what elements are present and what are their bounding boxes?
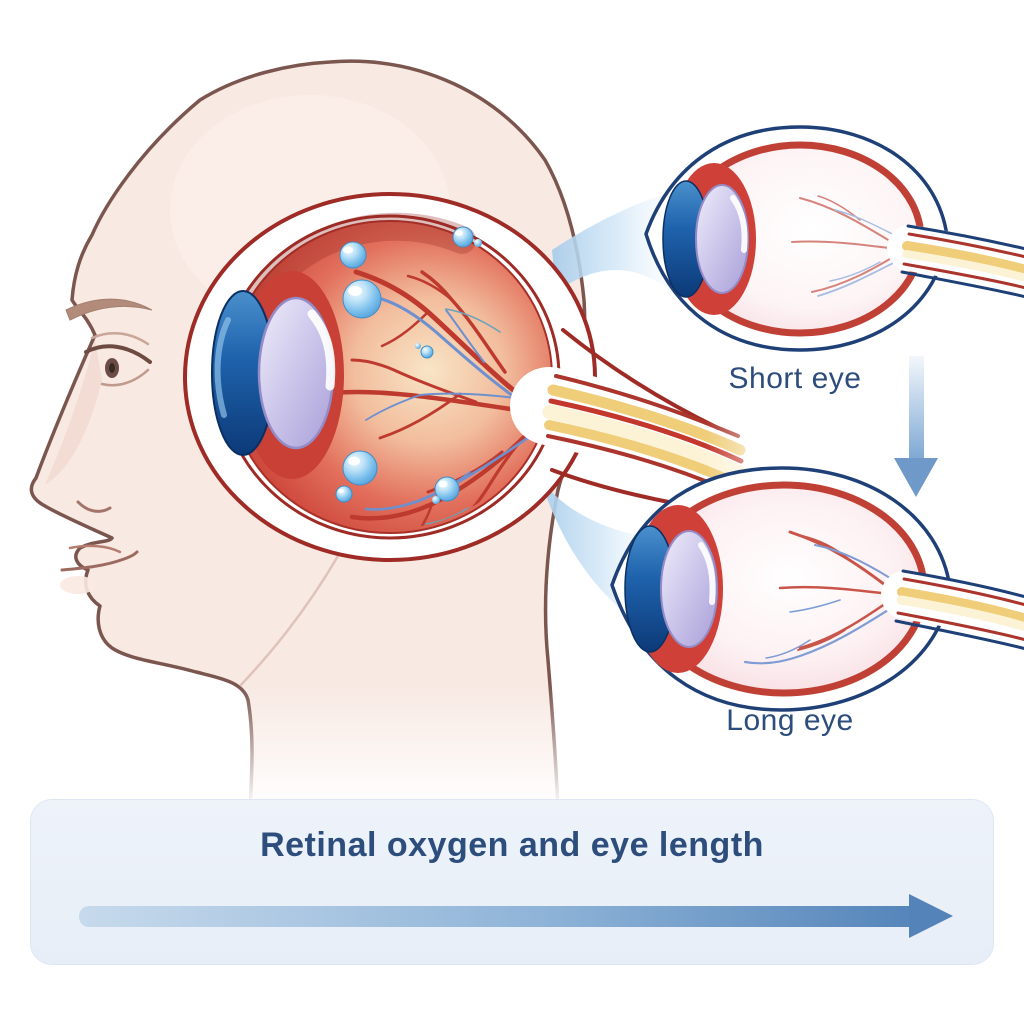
oxygen-bubble bbox=[339, 241, 367, 269]
nostril bbox=[76, 500, 112, 513]
lens-highlight bbox=[307, 309, 336, 391]
cornea-highlight bbox=[214, 317, 231, 418]
eye-length-axis-arrow bbox=[79, 894, 953, 938]
long-eye-optic-nerve bbox=[881, 569, 1024, 651]
short-eye-lens bbox=[695, 184, 749, 294]
short-eye-lens-highlight bbox=[730, 195, 748, 253]
long-eye-label: Long eye bbox=[726, 704, 854, 737]
banner: Retinal oxygen and eye length bbox=[30, 799, 994, 965]
long-eye-diagram bbox=[610, 466, 1024, 712]
callout-wedge-upper bbox=[552, 194, 670, 292]
face-pupil bbox=[109, 363, 115, 373]
banner-title: Retinal oxygen and eye length bbox=[260, 826, 764, 864]
short-eye-optic-nerve bbox=[887, 224, 1024, 299]
nose-shading bbox=[45, 340, 102, 485]
short-eye-label: Short eye bbox=[728, 362, 862, 395]
eyebrow bbox=[65, 298, 153, 321]
oxygen-bubble bbox=[415, 343, 434, 359]
lower-eyelid bbox=[100, 368, 150, 387]
upper-eyelid bbox=[84, 344, 152, 364]
oxygen-bubbles bbox=[335, 226, 482, 504]
oxygen-bubble bbox=[342, 279, 382, 319]
oxygen-bubble bbox=[342, 450, 378, 486]
upper-lip-line bbox=[68, 544, 122, 554]
oxygen-bubble bbox=[432, 476, 460, 504]
oxygen-bubble bbox=[452, 226, 482, 248]
eyelid-crease bbox=[90, 331, 150, 346]
oxygen-bubble bbox=[335, 485, 353, 503]
down-arrow-icon bbox=[894, 356, 938, 497]
jaw-shading-line bbox=[239, 555, 340, 687]
short-eye-diagram bbox=[644, 125, 1024, 352]
mouth-seam bbox=[60, 550, 139, 572]
lower-lip-highlight bbox=[60, 576, 96, 594]
long-eye-lens bbox=[660, 530, 718, 648]
right-arrow-icon bbox=[909, 894, 953, 938]
right-arrow-shaft bbox=[79, 906, 913, 927]
long-eye-lens-highlight bbox=[698, 542, 716, 605]
main-eye-cross-section bbox=[183, 192, 796, 562]
